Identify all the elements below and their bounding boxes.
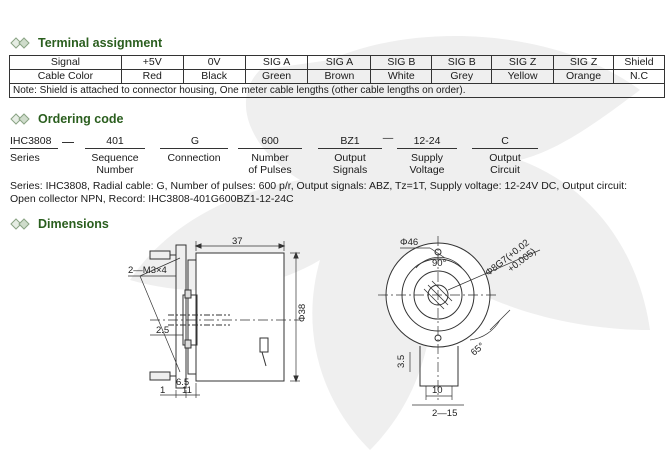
order-label: Series	[10, 152, 40, 164]
order-code-series: IHC3808	[10, 135, 52, 147]
order-underline	[318, 148, 382, 149]
order-code-connection: G	[190, 135, 200, 147]
table-cell: SIG Z	[491, 55, 555, 70]
order-underline	[10, 148, 58, 149]
dim-2-5: 2.5	[156, 325, 169, 336]
description-line: Open collector NPN, Record: IHC3808-401G…	[10, 193, 294, 205]
dim-2-15: 2—15	[432, 408, 457, 419]
order-underline	[85, 148, 145, 149]
dim-11: 11	[182, 385, 192, 396]
terminal-table: Signal +5V 0V SIG A SIG A SIG B SIG B SI…	[9, 55, 665, 98]
dim-10: 10	[432, 385, 443, 396]
dim-1: 1	[160, 385, 165, 396]
dim-front-diameter: Φ46	[400, 237, 418, 248]
side-view-drawing	[128, 241, 300, 398]
order-underline	[472, 148, 538, 149]
section-title: Ordering code	[38, 112, 124, 126]
dim-angle-90: 90°	[432, 258, 447, 269]
order-underline	[160, 148, 228, 149]
dim-length: 37	[232, 236, 243, 247]
table-cell: Green	[244, 69, 309, 84]
order-code-pulses: 600	[261, 135, 279, 147]
ordering-description: Series: IHC3808, Radial cable: G, Number…	[10, 180, 665, 206]
dim-screws: 2—M3×4	[128, 265, 167, 276]
section-title: Dimensions	[38, 217, 109, 231]
order-underline	[238, 148, 302, 149]
table-note: Note: Shield is attached to connector ho…	[9, 83, 665, 98]
order-separator	[62, 142, 74, 143]
section-dimensions: Dimensions	[10, 217, 109, 231]
table-cell: White	[370, 69, 433, 84]
order-label: Connection	[167, 152, 221, 164]
dim-diameter: Φ38	[297, 304, 308, 322]
order-code-sequence: 401	[106, 135, 124, 147]
front-view-drawing	[378, 236, 541, 406]
order-code-circuit: C	[501, 135, 509, 147]
dim-6-5: 6.5	[176, 377, 189, 388]
double-diamond-icon	[10, 113, 30, 125]
description-line: Series: IHC3808, Radial cable: G, Number…	[10, 180, 627, 192]
section-terminal-assignment: Terminal assignment	[10, 36, 162, 50]
order-code-voltage: 12-24	[413, 135, 441, 147]
double-diamond-icon	[10, 37, 30, 49]
dim-3-5: 3.5	[396, 355, 407, 368]
section-title: Terminal assignment	[38, 36, 163, 50]
dim-angle-65: 65°	[469, 341, 487, 359]
double-diamond-icon	[10, 218, 30, 230]
order-dash: —	[382, 132, 394, 144]
order-underline	[397, 148, 457, 149]
section-ordering-code: Ordering code	[10, 112, 123, 126]
order-code-signals: BZ1	[340, 135, 360, 147]
table-cell: Shield	[613, 55, 665, 70]
table-cell: Brown	[307, 69, 372, 84]
table-row: Note: Shield is attached to connector ho…	[9, 83, 665, 98]
